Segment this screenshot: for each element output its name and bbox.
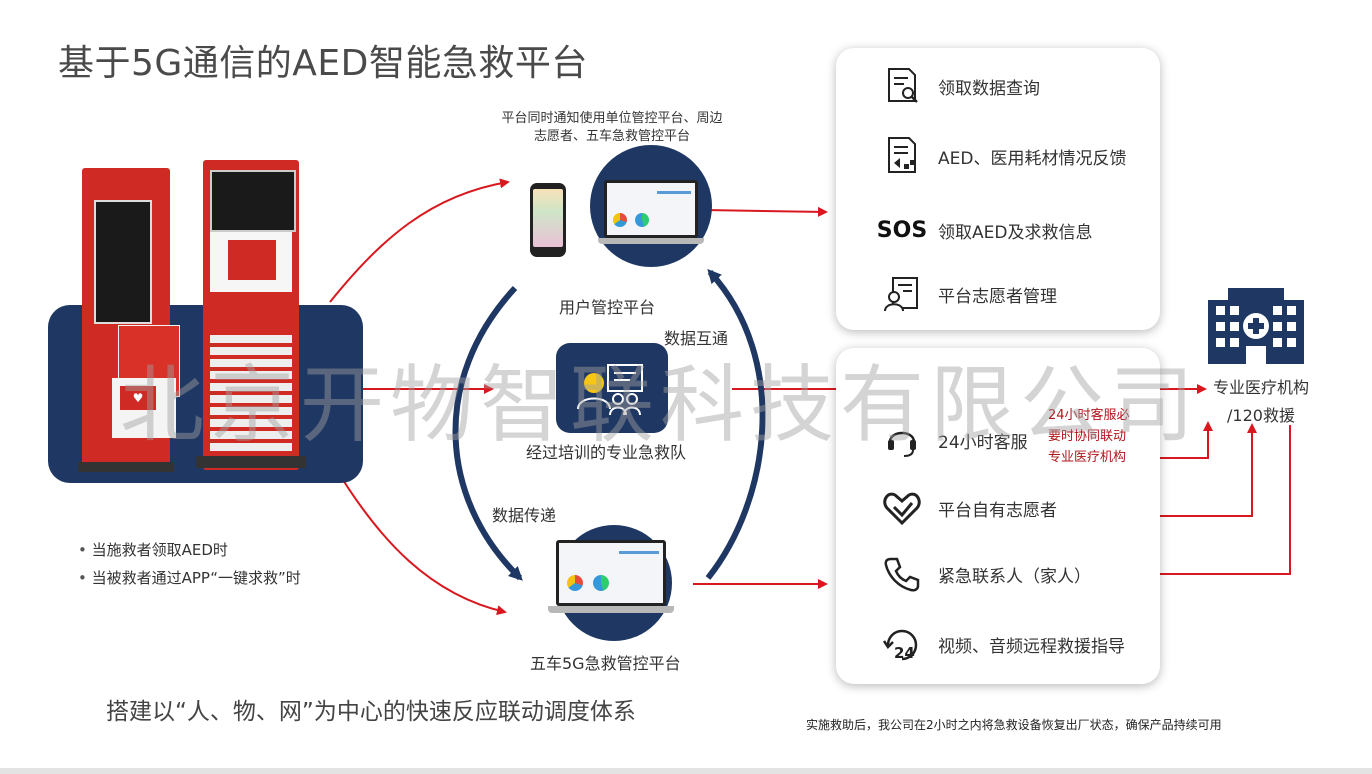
hospital-label-line1: 专业医疗机构 (1212, 378, 1309, 397)
panel-item-label: 领取数据查询 (938, 78, 1040, 99)
aed-kiosk-illustration: ♥ (78, 160, 318, 480)
line-hospital-to-contact (1100, 425, 1291, 579)
arrow-user-to-panel (704, 206, 828, 217)
fivecar-platform-label: 五车5G急救管控平台 (530, 654, 681, 673)
document-search-icon (880, 66, 924, 106)
notify-text: 平台同时通知使用单位管控平台、周边 志愿者、五车急救管控平台 (484, 110, 740, 146)
aed-label-icon: ♥ (120, 386, 156, 410)
panel-item-label: 平台自有志愿者 (938, 500, 1057, 521)
laptop-icon (598, 180, 704, 250)
system-slogan: 搭建以“人、物、网”为中心的快速反应联动调度体系 (106, 699, 636, 725)
bullet-item: 当施救者领取AED时 (78, 536, 301, 564)
panel-item-label: 领取AED及求救信息 (938, 222, 1093, 243)
notify-text-line1: 平台同时通知使用单位管控平台、周边 (501, 111, 723, 126)
arrow-kiosk-to-user (329, 178, 510, 303)
page-title: 基于5G通信的AED智能急救平台 (58, 43, 588, 84)
phone-icon (880, 554, 924, 594)
notify-text-line2: 志愿者、五车急救管控平台 (533, 129, 690, 144)
headset-icon (880, 420, 924, 460)
panel-item-volunteer: 平台自有志愿者 (880, 488, 1057, 528)
panel-item-volunteer-mgmt: 平台志愿者管理 (880, 274, 1057, 314)
service-note-line: 要时协同联动 (1048, 429, 1127, 444)
team-node (556, 343, 668, 433)
clock-24-icon: 24 (880, 624, 924, 664)
line-service-to-hospital (1146, 421, 1213, 459)
panel-item-feedback: AED、医用耗材情况反馈 (880, 136, 1126, 176)
arrow-data-transfer (452, 285, 523, 581)
trigger-bullets: 当施救者领取AED时 当被救者通过APP“一键求救”时 (78, 536, 301, 592)
service-note-line: 专业医疗机构 (1048, 450, 1127, 465)
panel-item-data-query: 领取数据查询 (880, 66, 1040, 106)
panel-item-label: 视频、音频远程救援指导 (938, 636, 1125, 657)
phone-icon-illustration (530, 183, 566, 257)
hospital-icon (1206, 286, 1306, 364)
user-platform-label: 用户管控平台 (559, 298, 656, 317)
panel-item-remote-guidance: 24 视频、音频远程救援指导 (880, 624, 1125, 664)
panel-item-label: 平台志愿者管理 (938, 286, 1057, 307)
svg-text:24: 24 (894, 644, 915, 662)
data-sync-label: 数据互通 (664, 329, 729, 348)
team-icon (577, 364, 643, 416)
heart-hand-icon (880, 488, 924, 528)
panel-item-contact: 紧急联系人（家人） (880, 554, 1091, 594)
document-feedback-icon (880, 136, 924, 176)
arrow-data-sync (705, 269, 766, 580)
panel-item-service: 24小时客服 (880, 420, 1028, 460)
footer-divider (0, 768, 1372, 774)
volunteer-id-icon (880, 274, 924, 314)
bullet-item: 当被救者通过APP“一键求救”时 (78, 564, 301, 592)
arrow-kiosk-to-fivecar (337, 471, 507, 616)
sos-icon-text: SOS (876, 217, 928, 243)
support-services-panel: 24小时客服 平台自有志愿者 紧急联系人（家人） 24 视频、音频远程救援指导 (836, 348, 1160, 684)
hospital-label: 专业医疗机构 /120救援 (1206, 374, 1316, 426)
panel-item-label: 24小时客服 (938, 432, 1028, 453)
panel-item-sos: SOS 领取AED及求救信息 (877, 210, 1093, 250)
team-label: 经过培训的专业急救队 (526, 443, 687, 462)
data-transfer-label: 数据传递 (492, 506, 557, 525)
laptop-icon (548, 540, 674, 618)
service-note: 24小时客服必 要时协同联动 专业医疗机构 (1048, 405, 1130, 468)
service-note-line: 24小时客服必 (1048, 408, 1130, 423)
platform-functions-panel: 领取数据查询 AED、医用耗材情况反馈 SOS 领取AED及求救信息 平台志愿者… (836, 48, 1160, 330)
panel-item-label: 紧急联系人（家人） (938, 566, 1091, 587)
hospital-label-line2: /120救援 (1227, 406, 1295, 425)
panel-item-label: AED、医用耗材情况反馈 (938, 148, 1127, 169)
sos-icon: SOS (876, 210, 928, 250)
footer-note: 实施救助后，我公司在2小时之内将急救设备恢复出厂状态，确保产品持续可用 (806, 718, 1222, 732)
